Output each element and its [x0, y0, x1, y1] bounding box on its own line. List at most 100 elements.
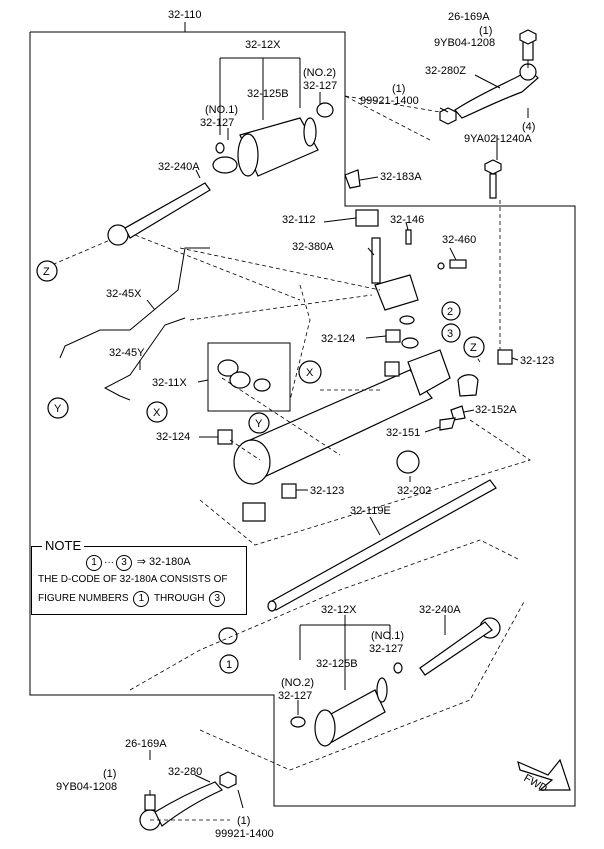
inner-tie-rod-top: [107, 182, 211, 246]
label-32-11X: 32-11X: [152, 377, 187, 389]
label-32-12X-top: 32-12X: [245, 39, 281, 51]
pipe-32-45Y: [103, 317, 186, 401]
label-32-146: 32-146: [390, 214, 424, 226]
label-no2-top: (NO.2): [303, 67, 336, 79]
label-99921-1400-top: 99921-1400: [360, 95, 419, 107]
label-32-127-top-r: 32-127: [303, 80, 337, 92]
svg-text:Z: Z: [470, 342, 477, 354]
note-line3-num2: 3: [209, 591, 226, 607]
callout-3: 3: [441, 323, 461, 343]
bushing-32-124-a: [385, 329, 401, 343]
label-32-110: 32-110: [168, 9, 201, 21]
label-32-125B-top: 32-125B: [247, 88, 289, 100]
label-32-125B-bot: 32-125B: [316, 658, 358, 670]
label-no2-bot: (NO.2): [281, 677, 314, 689]
callout-x-left: X: [146, 401, 168, 423]
callout-2: 2: [441, 301, 461, 321]
label-32-280Z: 32-280Z: [425, 65, 466, 77]
note-line-2: THE D-CODE OF 32-180A CONSISTS OF: [38, 574, 228, 585]
valve-kit-32-11X: [207, 342, 291, 412]
callout-y-left: Y: [47, 397, 69, 419]
svg-text:X: X: [153, 407, 161, 419]
bushing-32-123-b: [281, 483, 297, 499]
label-9YA02-1240A: 9YA02-1240A: [464, 133, 532, 145]
label-32-127-bot-r: 32-127: [369, 643, 403, 655]
svg-text:2: 2: [447, 306, 453, 318]
note-line-3: FIGURE NUMBERS 1 THROUGH 3: [38, 591, 227, 607]
label-no1-bot: (NO.1): [371, 630, 404, 642]
label-32-127-top-l: 32-127: [200, 117, 234, 129]
svg-text:1: 1: [226, 659, 232, 671]
label-32-123-b: 32-123: [310, 485, 344, 497]
label-26-169A-top: 26-169A: [448, 11, 490, 23]
label-no1-top: (NO.1): [205, 104, 238, 116]
label-1-a: (1): [479, 25, 492, 37]
note-arrow-ref: ⇒ 32-180A: [136, 556, 191, 568]
dashed-references: [39, 95, 531, 821]
bracket-32-152A: [450, 405, 466, 421]
label-26-169A-bot: 26-169A: [125, 738, 167, 750]
note-box: NOTE 1···3 ⇒ 32-180A THE D-CODE OF 32-18…: [31, 538, 247, 615]
boot-bottom: [290, 662, 403, 747]
label-32-12X-bot: 32-12X: [321, 604, 357, 616]
label-32-460: 32-460: [442, 234, 476, 246]
clip-32-151: [439, 417, 456, 431]
svg-text:Z: Z: [43, 266, 50, 278]
ring-1: [218, 627, 238, 645]
callout-z-mid: Z: [463, 336, 485, 358]
seal-32-202: [396, 450, 420, 474]
inner-tie-rod-bottom: [419, 617, 501, 676]
pipe-32-45X: [59, 247, 210, 359]
svg-text:Y: Y: [255, 418, 263, 430]
label-32-123-a: 32-123: [520, 355, 554, 367]
note-line3-mid: THROUGH: [153, 593, 205, 604]
leader-lines: [139, 57, 529, 809]
label-9YB04-1208-top: 9YB04-1208: [434, 37, 495, 49]
label-32-380A: 32-380A: [292, 241, 334, 253]
svg-text:Y: Y: [54, 403, 62, 415]
label-32-127-bot-l: 32-127: [278, 690, 312, 702]
bushing-32-124-b: [217, 429, 233, 445]
note-line3-a: FIGURE NUMBERS: [38, 593, 129, 604]
label-32-280: 32-280: [168, 766, 202, 778]
callout-x-mid: X: [298, 360, 322, 384]
bracket-32-183A: [344, 169, 361, 189]
label-32-124-b: 32-124: [156, 431, 190, 443]
label-32-151: 32-151: [386, 427, 420, 439]
label-32-202: 32-202: [397, 485, 431, 497]
note-title: NOTE: [42, 538, 85, 553]
svg-text:X: X: [306, 367, 314, 379]
ring-2: [399, 315, 415, 325]
rack-housing: [233, 349, 479, 522]
tie-rod-end-top: [439, 29, 539, 125]
boot-top: [212, 102, 334, 177]
bushing-32-123-a: [497, 349, 513, 365]
pinion-assembly: [355, 209, 467, 311]
label-1-d: (1): [237, 815, 250, 827]
label-32-124-a: 32-124: [321, 333, 355, 345]
label-32-152A: 32-152A: [475, 404, 517, 416]
label-1-b: (1): [392, 83, 405, 95]
callout-1-bot: 1: [219, 654, 239, 674]
callout-z-left: Z: [36, 260, 58, 282]
note-from-num: 1: [86, 555, 102, 571]
label-32-112: 32-112: [282, 214, 315, 226]
note-dots: ···: [104, 557, 114, 568]
label-1-c: (1): [103, 768, 116, 780]
label-99921-1400-bot: 99921-1400: [215, 828, 274, 840]
label-32-119E: 32-119E: [350, 505, 391, 517]
bolt-9YA02: [484, 159, 502, 199]
rack-bar-32-119E: [267, 479, 497, 612]
assembly-frame: [29, 31, 576, 807]
label-32-45Y: 32-45Y: [109, 347, 145, 359]
tie-rod-end-bottom: [139, 771, 237, 831]
note-line-1: 1···3 ⇒ 32-180A: [84, 555, 191, 571]
note-line3-num1: 1: [133, 591, 150, 607]
label-32-240A-bot: 32-240A: [419, 604, 461, 616]
label-4: (4): [522, 121, 535, 133]
ring-3: [401, 337, 419, 349]
label-32-240A-top: 32-240A: [158, 161, 200, 173]
note-to-num: 3: [116, 555, 132, 571]
svg-text:3: 3: [447, 328, 453, 340]
